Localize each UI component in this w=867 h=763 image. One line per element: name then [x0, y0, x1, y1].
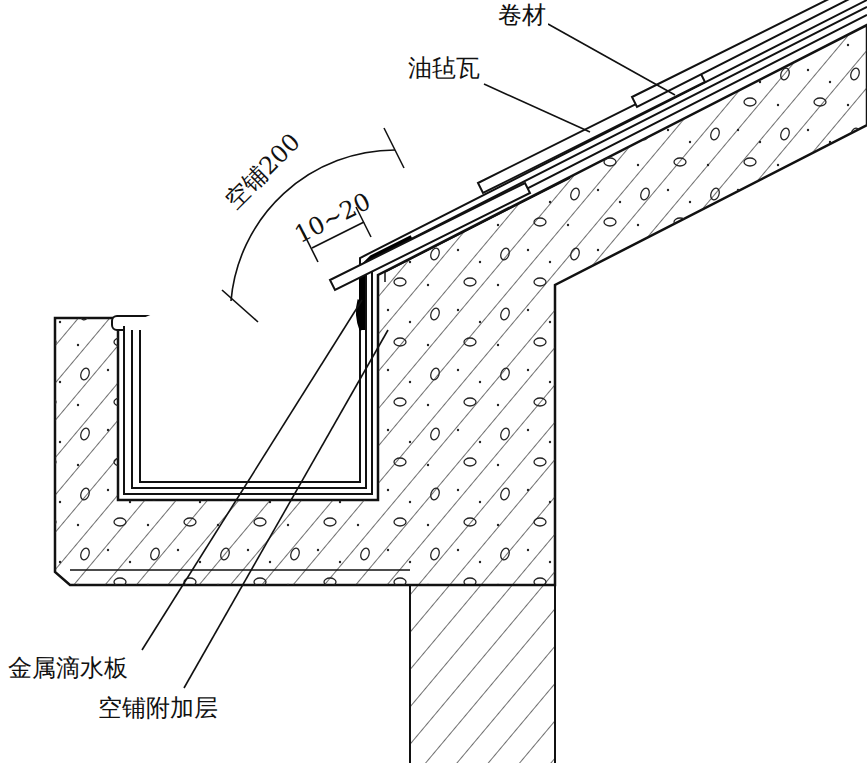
- asphalt-shingles: [330, 0, 867, 290]
- part-label: 空铺附加层: [96, 695, 220, 721]
- leader-lines: [142, 24, 675, 688]
- dimension-arc: [222, 128, 404, 322]
- part-label: 金属滴水板: [6, 655, 130, 681]
- membrane-layers: [124, 0, 867, 494]
- part-label: 油毡瓦: [406, 55, 482, 81]
- part-label: 卷材: [496, 2, 548, 28]
- wall: [410, 585, 555, 763]
- dimension-text: 空铺200: [219, 127, 307, 215]
